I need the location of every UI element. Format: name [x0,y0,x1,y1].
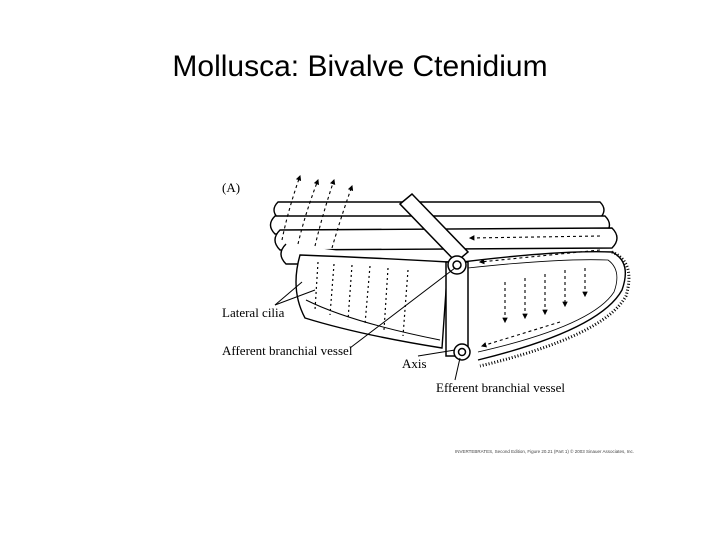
ctenidial-axis [398,192,471,361]
figure-credit: INVERTEBRATES, Second Edition, Figure 20… [455,448,634,454]
descending-lamella [461,250,631,368]
filament-plate [295,254,449,349]
panel-label: (A) [222,180,240,195]
slide-title: Mollusca: Bivalve Ctenidium [172,50,548,83]
water-current-arrows [281,174,601,348]
axis-label: Axis [402,356,427,371]
efferent-vessel-label: Efferent branchial vessel [436,380,565,395]
afferent-vessel-label: Afferent branchial vessel [222,343,353,358]
lateral-cilia-label: Lateral cilia [222,305,285,320]
leader-lines [274,267,461,381]
